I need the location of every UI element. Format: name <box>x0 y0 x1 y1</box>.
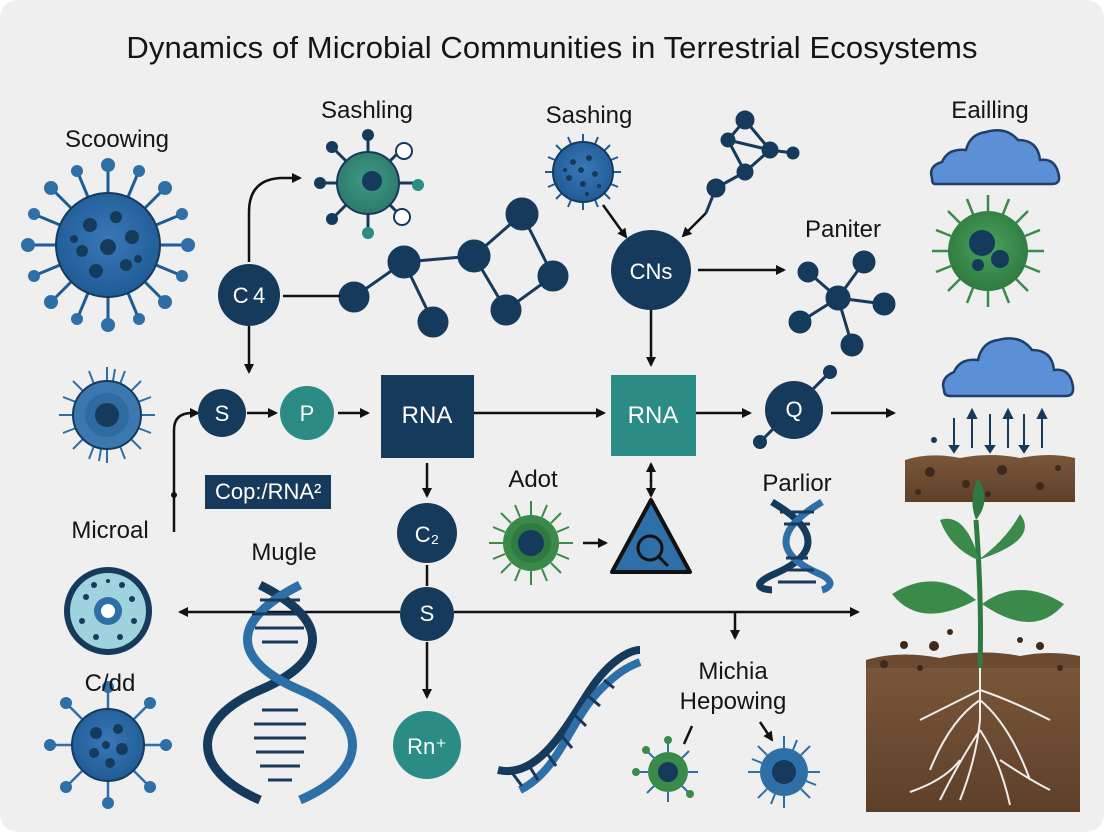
label-sashing: Sashing <box>545 102 633 129</box>
node-p <box>280 386 334 440</box>
label-mugle: Mugle <box>251 539 317 566</box>
node-rna-dark-label: RNA <box>401 402 453 429</box>
label-adot: Adot <box>508 466 558 493</box>
diagram-title: Dynamics of Microbial Communities in Ter… <box>126 30 978 65</box>
molecule-icon <box>788 250 896 357</box>
soil-icon <box>905 455 1075 502</box>
cell-icon <box>64 567 152 655</box>
node-q-label: Q <box>785 397 803 422</box>
label-microal: Microal <box>71 517 149 544</box>
node-rn-label: Rn⁺ <box>407 734 447 759</box>
virus-icon <box>748 736 820 808</box>
node-q <box>753 365 837 449</box>
node-rna-dark <box>381 375 474 458</box>
node-s-top-label: S <box>214 401 230 426</box>
flow-arrows <box>172 173 896 745</box>
node-cns-label: CNs <box>629 259 673 284</box>
cell-icon <box>314 129 424 239</box>
virus-icon <box>44 681 172 809</box>
dna-icon <box>756 498 834 594</box>
node-c2-label: C₂ <box>414 522 440 547</box>
rain-arrows-icon <box>931 407 1048 454</box>
triangle-icon <box>610 498 692 574</box>
label-michia: Michia <box>698 658 768 685</box>
label-paniter: Paniter <box>804 216 882 243</box>
node-s-mid-label: S <box>419 601 435 626</box>
label-sashling: Sashling <box>320 97 414 124</box>
virus-icon <box>545 134 621 210</box>
virus-icon <box>932 195 1044 307</box>
label-scoowing: Scoowing <box>64 126 170 153</box>
node-c4-label: C 4 <box>232 283 266 308</box>
virus-icon <box>489 501 573 585</box>
molecule-icon <box>338 197 569 338</box>
cloud-icon <box>941 337 1075 398</box>
node-c4 <box>218 264 280 326</box>
node-rn <box>393 711 461 779</box>
molecule-icon <box>704 110 800 214</box>
label-hepowing: Hepowing <box>679 688 787 715</box>
node-s-mid <box>400 587 454 641</box>
label-eailling: Eailling <box>951 97 1029 124</box>
dna-icon <box>497 646 642 794</box>
cop-rna-tag: Cop:/RNA² <box>205 475 332 509</box>
plant-icon <box>866 478 1080 812</box>
node-rna-teal <box>611 375 696 456</box>
node-s-top <box>198 389 246 437</box>
virus-icon <box>21 158 195 332</box>
node-rna-teal-label: RNA <box>627 402 679 429</box>
label-parlior: Parlior <box>762 470 832 497</box>
dna-icon <box>203 580 357 805</box>
virus-icon <box>632 736 698 802</box>
cloud-icon <box>929 129 1061 186</box>
node-p-label: P <box>299 401 315 426</box>
node-cns <box>611 230 691 310</box>
label-cdd: C/dd <box>84 670 136 697</box>
node-c2 <box>397 503 457 563</box>
virus-icon <box>59 367 155 463</box>
